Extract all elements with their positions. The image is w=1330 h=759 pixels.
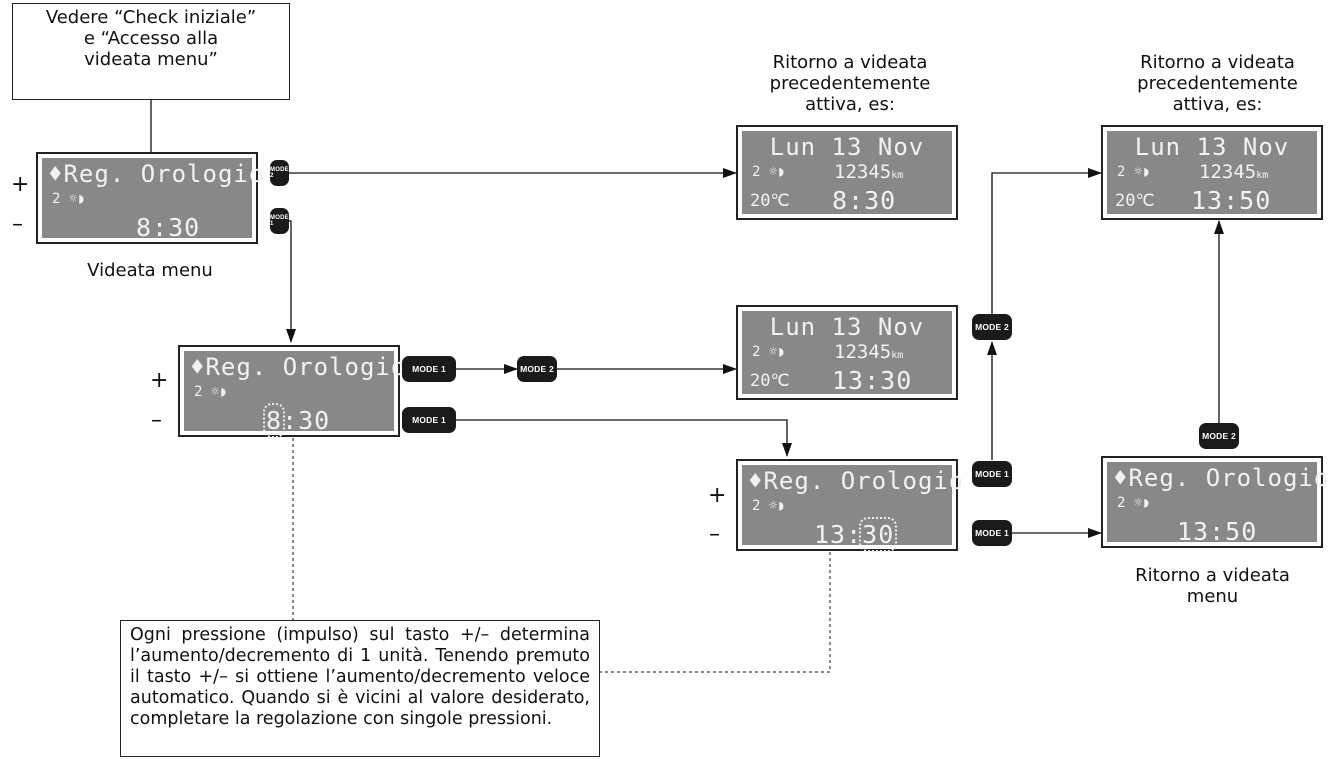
minus-label: – bbox=[151, 408, 162, 433]
minus-label: – bbox=[12, 212, 23, 237]
menu-screen-1350: ♦Reg. Orologio 2 ☼◗ 13:50 bbox=[1101, 456, 1328, 548]
connector-arrow bbox=[991, 168, 1102, 314]
caption-return-menu: Ritorno a videata menu bbox=[1135, 565, 1290, 607]
connector-arrow bbox=[456, 419, 792, 457]
mode1-button[interactable]: MODE 1 bbox=[972, 520, 1012, 546]
screen-date: Lun 13 Nov bbox=[769, 133, 925, 161]
edit-minutes-screen: ♦Reg. Orologio 2 ☼◗ 13:30 bbox=[736, 459, 963, 552]
odometer: 12345km bbox=[834, 341, 904, 363]
screen-time: 13:30 bbox=[832, 366, 913, 395]
mode1-button[interactable]: MODE 1 bbox=[270, 208, 289, 234]
screen-date: Lun 13 Nov bbox=[1134, 133, 1290, 161]
connector-arrow bbox=[286, 220, 296, 343]
screen-time: 13:50 bbox=[1177, 517, 1258, 546]
top-note-line-2: e “Accesso alla bbox=[83, 28, 219, 49]
odometer: 12345km bbox=[834, 161, 904, 183]
screen-time-rest: :30 bbox=[282, 406, 331, 435]
screen-time: 8:30 bbox=[136, 213, 201, 242]
mode2-button[interactable]: MODE 2 bbox=[517, 356, 557, 382]
screen-date: Lun 13 Nov bbox=[769, 313, 925, 341]
mode1-button[interactable]: MODE 1 bbox=[972, 461, 1012, 487]
screen-time: 8:30 bbox=[832, 186, 897, 215]
temperature: 20℃ bbox=[1115, 191, 1155, 211]
screen-status-icons: 2 ☼◗ bbox=[752, 344, 786, 360]
temperature: 20℃ bbox=[750, 191, 790, 211]
plus-label: + bbox=[708, 483, 727, 508]
screen-status-icons: 2 ☼◗ bbox=[194, 384, 228, 400]
screen-title: ♦Reg. Orologio bbox=[190, 353, 407, 381]
top-note-line-3: videata menu” bbox=[84, 49, 218, 70]
mode2-button[interactable]: MODE 2 bbox=[972, 314, 1012, 340]
screen-status-icons: 2 ☼◗ bbox=[752, 498, 786, 514]
bottom-instruction-note: Ogni pressione (impulso) sul tasto +/– d… bbox=[120, 620, 600, 757]
edit-hours-screen: ♦Reg. Orologio 2 ☼◗ 8:30 bbox=[178, 345, 405, 438]
highlighted-hours: 8 bbox=[262, 403, 286, 438]
odometer: 12345km bbox=[1199, 161, 1269, 183]
menu-screen-830: ♦Reg. Orologio 2 ☼◗ 8:30 bbox=[36, 152, 263, 244]
screen-title: ♦Reg. Orologio bbox=[748, 467, 965, 495]
caption-menu-screen: Videata menu bbox=[87, 260, 213, 281]
date-screen-830: Lun 13 Nov 2 ☼◗ 12345km 20℃ 8:30 bbox=[736, 125, 958, 220]
top-instruction-note: Vedere “Check iniziale” e “Accesso alla … bbox=[12, 3, 290, 100]
mode1-button[interactable]: MODE 1 bbox=[402, 356, 456, 382]
highlighted-minutes: 30 bbox=[859, 517, 898, 552]
plus-label: + bbox=[150, 368, 169, 393]
screen-time: 13:50 bbox=[1191, 186, 1272, 215]
screen-title: ♦Reg. Orologio bbox=[48, 160, 265, 188]
mode1-button[interactable]: MODE 1 bbox=[402, 407, 456, 433]
caption-return-previous: Ritorno a videata precedentemente attiva… bbox=[1137, 52, 1298, 115]
screen-time-hours: 13: bbox=[814, 520, 863, 549]
screen-status-icons: 2 ☼◗ bbox=[752, 164, 786, 180]
mode2-button[interactable]: MODE 2 bbox=[270, 160, 289, 186]
temperature: 20℃ bbox=[750, 371, 790, 391]
caption-return-previous: Ritorno a videata precedentemente attiva… bbox=[769, 52, 931, 115]
top-note-line-1: Vedere “Check iniziale” bbox=[45, 7, 257, 28]
dashed-connector bbox=[600, 552, 831, 673]
minus-label: – bbox=[709, 522, 720, 547]
screen-title: ♦Reg. Orologio bbox=[1113, 464, 1330, 492]
screen-status-icons: 2 ☼◗ bbox=[1117, 495, 1151, 511]
date-screen-1330: Lun 13 Nov 2 ☼◗ 12345km 20℃ 13:30 bbox=[736, 305, 958, 400]
plus-label: + bbox=[11, 172, 30, 197]
mode2-button[interactable]: MODE 2 bbox=[1199, 423, 1239, 449]
date-screen-1350: Lun 13 Nov 2 ☼◗ 12345km 20℃ 13:50 bbox=[1101, 125, 1323, 220]
screen-status-icons: 2 ☼◗ bbox=[1117, 164, 1151, 180]
screen-status-icons: 2 ☼◗ bbox=[52, 191, 86, 207]
